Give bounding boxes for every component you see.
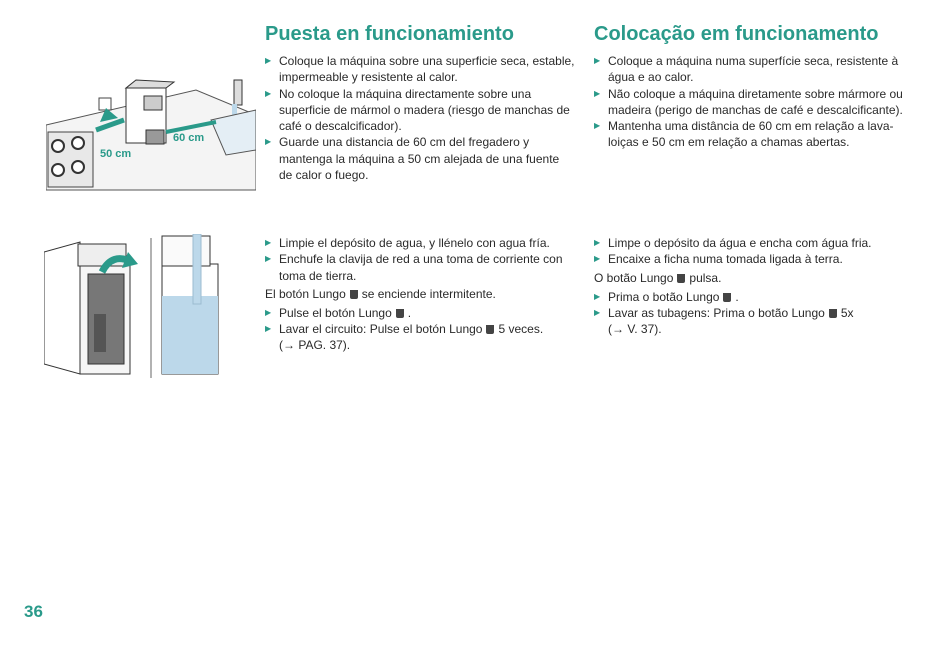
list-item: Coloque la máquina sobre una superficie … <box>265 53 575 86</box>
placement-illustration: 50 cm 60 cm <box>46 79 256 191</box>
list-item: Limpie el depósito de agua, y llénelo co… <box>265 235 575 252</box>
rinse-list-es: Pulse el botón Lungo. Lavar el circuito:… <box>265 305 575 354</box>
stove-burners <box>47 131 94 188</box>
list-item: Pulse el botón Lungo. <box>265 305 575 322</box>
placement-list-pt: Coloque a máquina numa superfície seca, … <box>594 53 909 151</box>
list-item: No coloque la máquina directamente sobre… <box>265 86 575 135</box>
water-tank-illustration <box>44 234 219 378</box>
lungo-cup-icon <box>677 273 686 283</box>
sink-tap <box>210 79 256 156</box>
lungo-cup-icon <box>828 308 837 318</box>
lungo-cup-icon <box>349 289 358 299</box>
list-item: Limpe o depósito da água e encha com águ… <box>594 235 909 252</box>
list-item: Lavar as tubagens: Prima o botão Lungo5x… <box>594 305 909 338</box>
coffee-machine <box>124 79 176 145</box>
title-es: Puesta en funcionamiento <box>265 23 514 45</box>
list-item: Enchufe la clavija de red a una toma de … <box>265 251 575 284</box>
placement-list-es: Coloque la máquina sobre una superficie … <box>265 53 575 183</box>
lungo-cup-icon <box>486 325 495 335</box>
list-item: Coloque a máquina numa superfície seca, … <box>594 53 909 86</box>
rinse-list-pt: Prima o botão Lungo. Lavar as tubagens: … <box>594 289 909 338</box>
list-item: Mantenha uma distância de 60 cm em relaç… <box>594 118 909 151</box>
label-60cm: 60 cm <box>173 132 204 144</box>
setup-list-es: Limpie el depósito de agua, y llénelo co… <box>265 235 575 284</box>
wall-socket <box>98 97 112 111</box>
title-pt: Colocação em funcionamento <box>594 23 879 45</box>
list-item: Não coloque a máquina diretamente sobre … <box>594 86 909 119</box>
list-item: Guarde una distancia de 60 cm del fregad… <box>265 134 575 183</box>
label-50cm: 50 cm <box>100 148 131 160</box>
water-tank <box>161 234 219 375</box>
setup-list-pt: Limpe o depósito da água e encha com águ… <box>594 235 909 268</box>
list-item: Lavar el circuito: Pulse el botón Lungo5… <box>265 321 575 354</box>
lungo-cup-icon <box>395 308 404 318</box>
page-number: 36 <box>24 602 43 621</box>
list-item: Prima o botão Lungo. <box>594 289 909 306</box>
lungo-cup-icon <box>723 292 732 302</box>
list-item: Encaixe a ficha numa tomada ligada à ter… <box>594 251 909 268</box>
machine-open-lid <box>44 241 131 375</box>
